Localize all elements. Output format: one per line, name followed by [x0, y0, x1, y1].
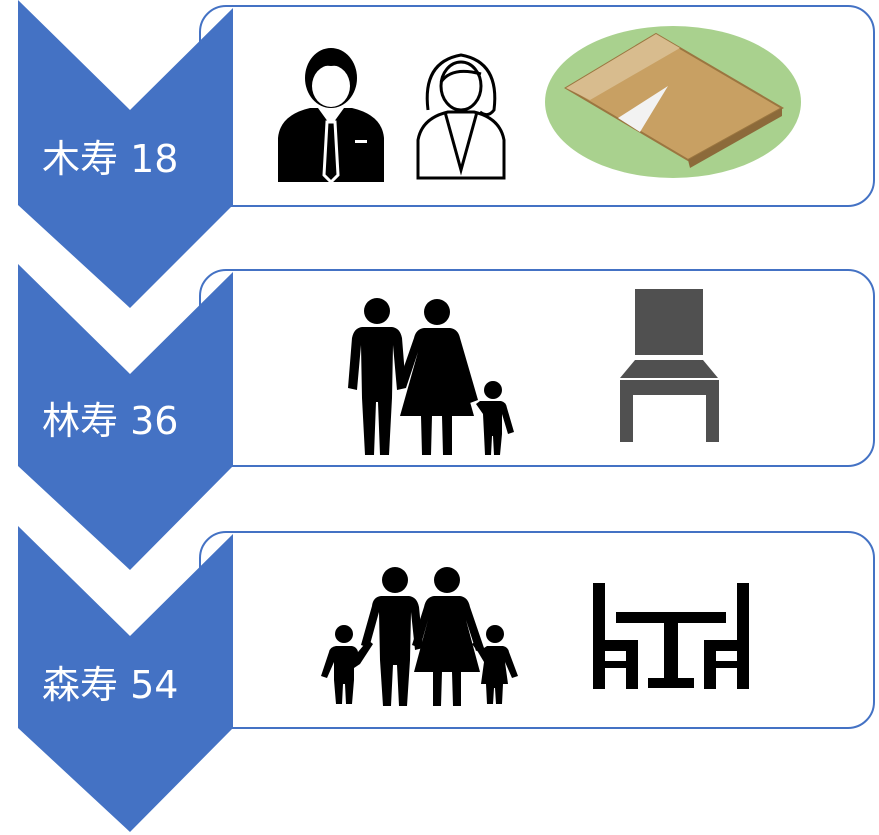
- family-of-three-icon: [348, 298, 514, 455]
- stage-2: 林寿 36: [18, 264, 875, 570]
- woman-icon: [416, 53, 506, 180]
- stage-3-label: 森寿 54: [42, 663, 178, 707]
- stage-2-chevron: [18, 264, 233, 570]
- stage-3: 森寿 54: [18, 526, 875, 832]
- man-in-suit-icon: [278, 48, 384, 185]
- family-of-four-icon: [321, 567, 518, 706]
- stage-2-box: [199, 269, 875, 467]
- stage-3-chevron: [18, 526, 233, 832]
- stage-3-box: [199, 531, 875, 729]
- stage-1-label: 木寿 18: [42, 137, 178, 181]
- chair-icon: [620, 289, 719, 442]
- stage-2-label: 林寿 36: [42, 399, 178, 443]
- stage-1-chevron: [18, 0, 233, 308]
- table-and-chairs-icon: [593, 583, 749, 689]
- wooden-board-icon: [545, 26, 801, 178]
- stage-1: 木寿 18: [18, 0, 875, 308]
